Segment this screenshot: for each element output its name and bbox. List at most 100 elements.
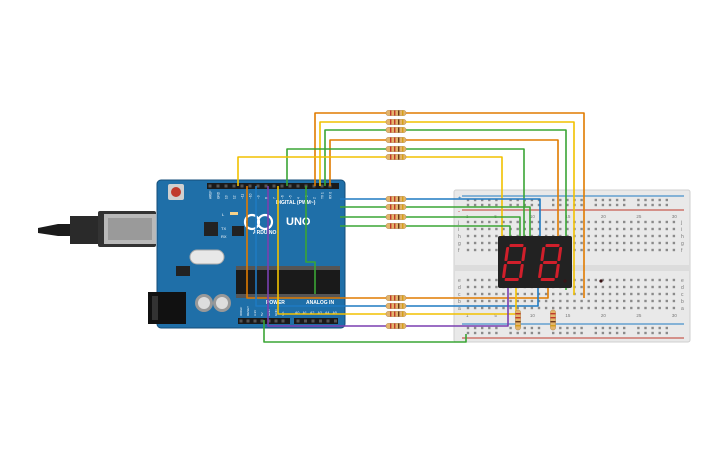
breadboard-hole[interactable] (509, 331, 512, 335)
breadboard-hole[interactable] (644, 299, 647, 303)
breadboard-hole[interactable] (665, 198, 668, 202)
breadboard-hole[interactable] (594, 278, 597, 282)
breadboard-hole[interactable] (672, 248, 676, 252)
header-pin[interactable] (281, 319, 285, 323)
breadboard-hole[interactable] (644, 227, 647, 231)
breadboard-hole[interactable] (516, 198, 519, 202)
breadboard-hole[interactable] (630, 241, 633, 245)
breadboard-hole[interactable] (608, 203, 612, 207)
breadboard-hole[interactable] (580, 227, 583, 231)
breadboard-hole[interactable] (630, 278, 633, 282)
breadboard-hole[interactable] (601, 278, 605, 282)
breadboard-hole[interactable] (672, 227, 676, 231)
breadboard-hole[interactable] (481, 248, 484, 252)
breadboard-hole[interactable] (481, 241, 484, 245)
resistor[interactable] (385, 303, 407, 309)
breadboard-hole[interactable] (594, 198, 597, 202)
breadboard-hole[interactable] (601, 203, 605, 207)
breadboard-hole[interactable] (651, 234, 654, 238)
breadboard-hole[interactable] (552, 306, 555, 310)
breadboard-hole[interactable] (552, 220, 555, 224)
breadboard-hole[interactable] (530, 292, 534, 296)
breadboard-hole[interactable] (615, 285, 619, 289)
breadboard-hole[interactable] (623, 203, 626, 207)
header-pin[interactable] (264, 184, 268, 188)
breadboard-hole[interactable] (594, 285, 597, 289)
breadboard-hole[interactable] (473, 198, 477, 202)
breadboard-hole[interactable] (580, 220, 583, 224)
resistor[interactable] (385, 196, 407, 202)
breadboard-hole[interactable] (615, 198, 619, 202)
breadboard-hole[interactable] (637, 278, 640, 282)
breadboard-hole[interactable] (644, 292, 647, 296)
breadboard-hole[interactable] (509, 299, 512, 303)
breadboard-hole[interactable] (594, 248, 597, 252)
breadboard-hole[interactable] (651, 241, 654, 245)
breadboard-hole[interactable] (658, 306, 661, 310)
breadboard-hole[interactable] (587, 220, 590, 224)
breadboard-hole[interactable] (608, 220, 612, 224)
breadboard-hole[interactable] (665, 241, 668, 245)
breadboard-hole[interactable] (488, 326, 491, 330)
breadboard-hole[interactable] (566, 203, 569, 207)
breadboard-hole[interactable] (594, 292, 597, 296)
breadboard-hole[interactable] (516, 203, 519, 207)
breadboard-hole[interactable] (587, 234, 590, 238)
breadboard-hole[interactable] (544, 306, 548, 310)
breadboard-hole[interactable] (637, 306, 640, 310)
breadboard-hole[interactable] (566, 331, 569, 335)
breadboard-hole[interactable] (537, 198, 541, 202)
breadboard-hole[interactable] (608, 198, 612, 202)
breadboard-hole[interactable] (566, 299, 569, 303)
header-pin[interactable] (296, 319, 300, 323)
breadboard-hole[interactable] (658, 241, 661, 245)
breadboard-hole[interactable] (651, 306, 654, 310)
jumper-wire[interactable] (237, 156, 503, 238)
resistor[interactable] (550, 309, 556, 331)
breadboard-hole[interactable] (502, 227, 505, 231)
breadboard-hole[interactable] (608, 292, 612, 296)
breadboard-hole[interactable] (488, 248, 491, 252)
breadboard-hole[interactable] (473, 203, 477, 207)
breadboard-hole[interactable] (672, 220, 676, 224)
breadboard-hole[interactable] (637, 285, 640, 289)
analog-header[interactable] (294, 318, 338, 324)
resistors[interactable] (385, 110, 556, 331)
breadboard-hole[interactable] (473, 326, 477, 330)
breadboard-hole[interactable] (516, 331, 519, 335)
breadboard-hole[interactable] (552, 203, 555, 207)
header-pin[interactable] (296, 184, 300, 188)
breadboard-hole[interactable] (466, 306, 470, 310)
breadboard-hole[interactable] (580, 203, 583, 207)
breadboard-hole[interactable] (488, 203, 491, 207)
breadboard-hole[interactable] (594, 326, 597, 330)
breadboard-hole[interactable] (580, 198, 583, 202)
resistor[interactable] (385, 146, 407, 152)
breadboard-hole[interactable] (466, 285, 470, 289)
breadboard-hole[interactable] (509, 220, 512, 224)
header-pin[interactable] (288, 184, 292, 188)
breadboard-hole[interactable] (623, 278, 626, 282)
breadboard-hole[interactable] (630, 299, 633, 303)
breadboard-hole[interactable] (580, 248, 583, 252)
breadboard-hole[interactable] (665, 220, 668, 224)
breadboard-hole[interactable] (530, 306, 534, 310)
breadboard-hole[interactable] (488, 285, 491, 289)
breadboard-hole[interactable] (665, 234, 668, 238)
breadboard-hole[interactable] (615, 299, 619, 303)
breadboard-hole[interactable] (537, 299, 541, 303)
breadboard-hole[interactable] (623, 292, 626, 296)
resistor[interactable] (385, 204, 407, 210)
breadboard-hole[interactable] (623, 198, 626, 202)
breadboard-hole[interactable] (516, 220, 519, 224)
breadboard-hole[interactable] (615, 241, 619, 245)
header-pin[interactable] (239, 319, 243, 323)
resistor[interactable] (385, 137, 407, 143)
breadboard-hole[interactable] (580, 306, 583, 310)
breadboard-hole[interactable] (623, 299, 626, 303)
breadboard-hole[interactable] (580, 299, 583, 303)
breadboard-hole[interactable] (495, 220, 498, 224)
breadboard-hole[interactable] (587, 306, 590, 310)
breadboard-hole[interactable] (601, 292, 605, 296)
breadboard-hole[interactable] (481, 234, 484, 238)
